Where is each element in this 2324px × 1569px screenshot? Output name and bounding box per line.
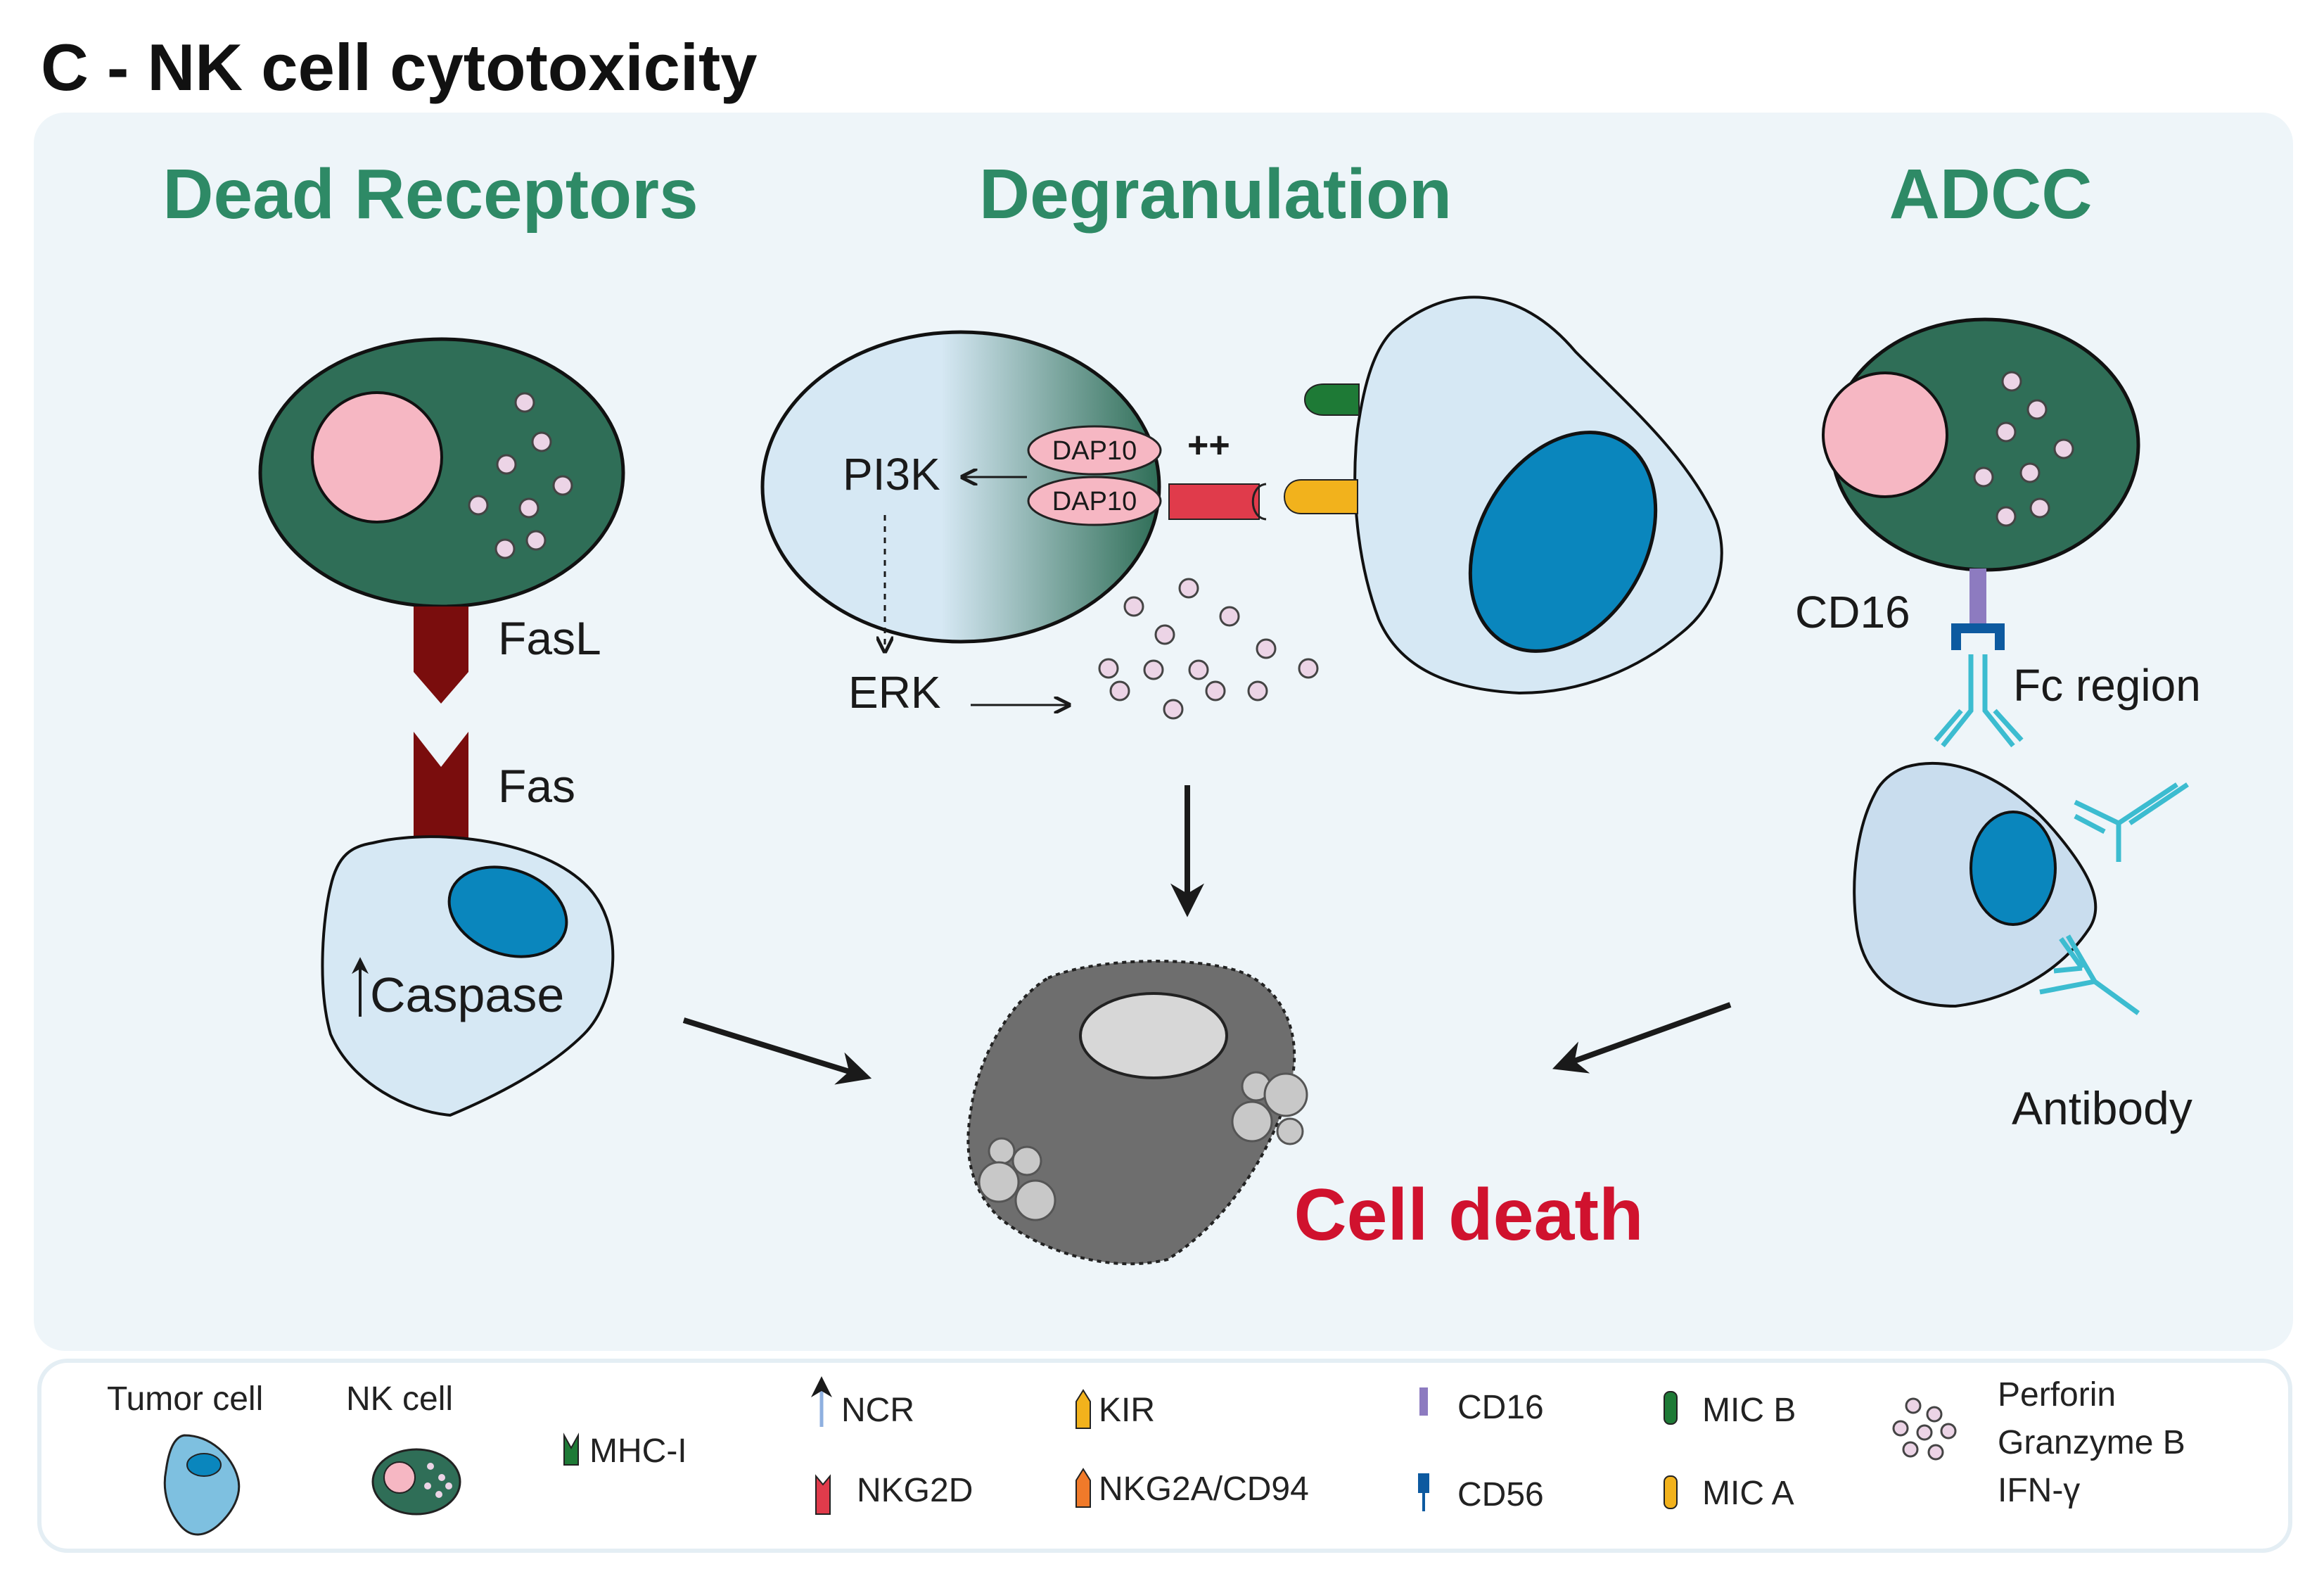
fc-antibody-shape — [1934, 654, 2024, 748]
label-fas: Fas — [498, 760, 575, 812]
figure-title: C - NK cell cytotoxicity — [41, 30, 758, 104]
dying-cell-group: Cell death — [966, 960, 1644, 1266]
tumor-nucleus-left — [447, 865, 568, 958]
adcc-group: CD16 Fc region Antibody — [1552, 317, 2201, 1134]
legend-nkg2a-cd94-icon — [1075, 1468, 1091, 1508]
section-title-dead-receptors: Dead Receptors — [162, 155, 698, 234]
legend-cd56-icon — [1418, 1473, 1429, 1493]
label-pi3k: PI3K — [843, 449, 940, 500]
label-fasl: FasL — [498, 612, 601, 664]
nkg2d-receptor-shape — [1168, 483, 1260, 520]
arrow-adcc-to-death — [1552, 1002, 1732, 1074]
legend-ifn-g-label: IFN-γ — [1998, 1472, 2080, 1509]
legend-nk-nucleus-icon — [383, 1461, 416, 1494]
degranulation-group: PI3K DAP10 DAP10 ++ ERK — [760, 296, 1723, 917]
dead-receptors-group: FasL Fas Caspase — [258, 337, 872, 1117]
label-cd16: CD16 — [1795, 587, 1910, 637]
legend-nk-granules-icon — [424, 1463, 452, 1498]
legend-nk-cell-label: NK cell — [346, 1380, 453, 1418]
legend-mic-a-label: MIC A — [1702, 1475, 1794, 1512]
legend-nkg2d-icon — [815, 1474, 831, 1515]
legend-tumor-cell-label: Tumor cell — [107, 1380, 263, 1418]
label-dap10-bottom: DAP10 — [1052, 487, 1137, 516]
nk-nucleus-left — [311, 391, 443, 523]
dap10-bottom-shape — [1027, 476, 1162, 526]
apoptotic-blebs — [978, 1071, 1308, 1221]
mic-a-ligand — [1284, 479, 1358, 514]
nk-cell-middle — [760, 330, 1161, 644]
legend: Tumor cell NK cell MHC-I NCR NKG2D KIR N… — [107, 1376, 2185, 1536]
dying-cell-nucleus — [1079, 992, 1228, 1079]
label-fc-region: Fc region — [2013, 660, 2201, 711]
nkg2d-cup — [1251, 483, 1267, 521]
fasl-ligand-shape — [414, 606, 468, 704]
label-dap10-top: DAP10 — [1052, 436, 1137, 466]
legend-mic-b-icon — [1664, 1391, 1678, 1425]
legend-tumor-cell-icon — [163, 1434, 241, 1536]
granules-left — [468, 392, 573, 559]
legend-cd56-label: CD56 — [1457, 1476, 1544, 1513]
legend-kir-label: KIR — [1099, 1392, 1155, 1429]
antibody-upper — [2074, 782, 2189, 862]
legend-granzyme-b-label: Granzyme B — [1998, 1424, 2185, 1461]
section-title-degranulation: Degranulation — [979, 155, 1452, 234]
label-caspase: Caspase — [370, 967, 564, 1022]
fas-receptor-shape — [414, 732, 468, 858]
legend-mhc-i-icon — [563, 1433, 579, 1466]
label-plusplus: ++ — [1187, 425, 1230, 466]
legend-cd56-stem — [1422, 1493, 1425, 1511]
cd16-receptor-shape — [1969, 568, 1986, 623]
legend-mic-b-label: MIC B — [1702, 1392, 1796, 1429]
legend-mhc-i-label: MHC-I — [589, 1433, 687, 1470]
section-title-adcc: ADCC — [1889, 155, 2093, 234]
arrow-dead-receptors-to-death — [682, 1017, 872, 1085]
label-cell-death: Cell death — [1294, 1174, 1644, 1256]
label-erk: ERK — [848, 667, 941, 718]
legend-tumor-nucleus-icon — [186, 1453, 222, 1477]
label-antibody: Antibody — [2012, 1082, 2192, 1134]
legend-cd16-label: CD16 — [1457, 1389, 1544, 1426]
legend-nkg2d-label: NKG2D — [857, 1472, 973, 1509]
antibody-lower — [2039, 934, 2140, 1015]
nk-nucleus-right — [1822, 371, 1948, 498]
legend-nkg2a-cd94-label: NKG2A/CD94 — [1099, 1470, 1309, 1508]
dap10-top-shape — [1027, 425, 1162, 476]
tumor-nucleus-right — [1969, 811, 2057, 926]
legend-kir-icon — [1075, 1389, 1091, 1429]
mic-b-ligand — [1304, 383, 1360, 416]
legend-granules-icon — [1892, 1397, 1957, 1461]
granules-released — [1098, 578, 1319, 720]
legend-perforin-label: Perforin — [1998, 1376, 2116, 1414]
granules-right — [1973, 371, 2074, 527]
legend-ncr-label: NCR — [841, 1392, 914, 1429]
tumor-nucleus-middle — [1468, 431, 1658, 653]
legend-panel — [37, 1359, 2292, 1553]
legend-mic-a-icon — [1664, 1475, 1678, 1509]
legend-cd16-icon — [1419, 1387, 1428, 1416]
cd16-cap — [1951, 623, 2005, 650]
